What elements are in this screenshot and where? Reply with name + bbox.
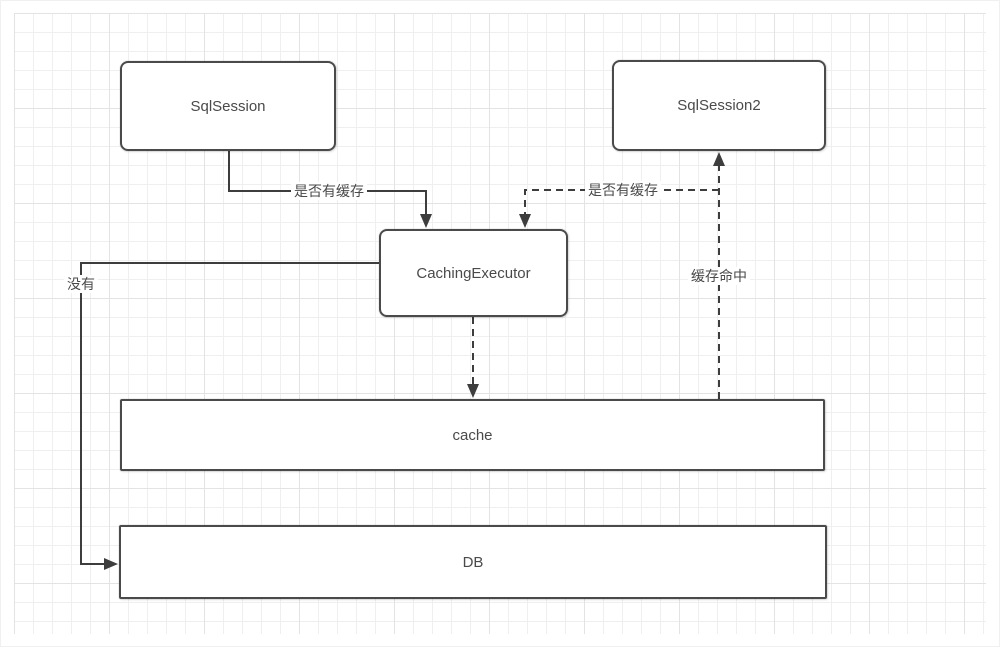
node-db-label: DB <box>462 553 484 571</box>
node-cache: cache <box>120 399 825 471</box>
node-db: DB <box>119 525 827 599</box>
edge-label-check-cache-right: 是否有缓存 <box>585 181 661 199</box>
node-sqlsession: SqlSession <box>120 61 336 151</box>
node-cachingexecutor: CachingExecutor <box>379 229 568 317</box>
node-cache-label: cache <box>452 426 493 444</box>
node-cachingexecutor-label: CachingExecutor <box>416 264 531 282</box>
edge-label-check-cache-left: 是否有缓存 <box>291 182 367 200</box>
node-sqlsession2: SqlSession2 <box>612 60 826 151</box>
edge-label-cache-hit: 缓存命中 <box>688 267 750 285</box>
node-sqlsession-label: SqlSession <box>190 97 266 115</box>
edge-cachingexecutor-to-db <box>80 262 379 570</box>
node-sqlsession2-label: SqlSession2 <box>677 97 761 114</box>
edge-label-no-cache: 没有 <box>64 275 98 293</box>
